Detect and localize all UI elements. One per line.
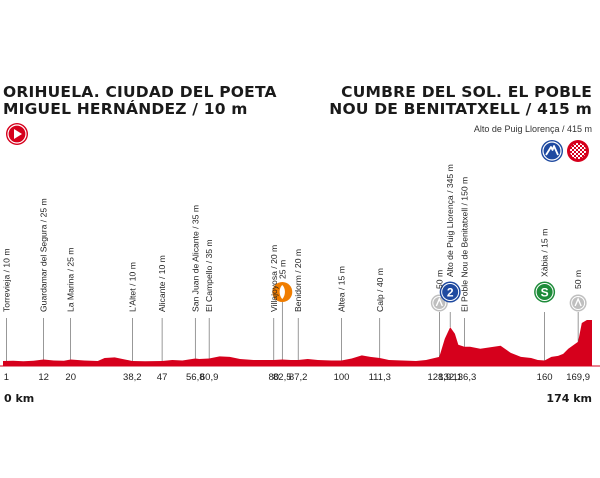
km-label: 1	[4, 372, 9, 383]
km-label: 87,2	[289, 372, 308, 383]
km-label: 60,9	[200, 372, 219, 383]
summit-finish-icon	[540, 139, 564, 168]
location-label: La Marina / 25 m	[66, 248, 76, 312]
location-label: Alto de Puig Llorença / 345 m	[445, 164, 455, 277]
start-flag-icon	[5, 122, 29, 151]
start-line-2: MIGUEL HERNÁNDEZ / 10 m	[3, 100, 248, 118]
marker-altitude-label: 50 m	[573, 270, 583, 289]
km-label: 82,5	[273, 372, 292, 383]
location-label: Torrevieja / 10 m	[1, 248, 11, 312]
location-label: Guardamar del Segura / 25 m	[39, 198, 49, 312]
km-label: 12	[38, 372, 49, 383]
time-bonus-icon	[569, 294, 587, 312]
km-label: 20	[65, 372, 76, 383]
location-label: Altea / 15 m	[337, 266, 347, 312]
start-location: ORIHUELA. CIUDAD DEL POETA MIGUEL HERNÁN…	[3, 84, 277, 118]
km-label: 100	[334, 372, 350, 383]
marker-altitude-label: 50 m	[434, 270, 444, 289]
km-label: 169,9	[566, 372, 590, 383]
finish-summit: Alto de Puig Llorença / 415 m	[473, 124, 592, 134]
sprint-icon: S	[534, 281, 556, 303]
km-end-label: 174 km	[546, 392, 592, 405]
location-label: Benidorm / 20 m	[293, 249, 303, 312]
finish-line-1: CUMBRE DEL SOL. EL POBLE	[341, 83, 592, 101]
finish-location: CUMBRE DEL SOL. EL POBLE NOU DE BENITATX…	[329, 84, 592, 118]
location-label: Calp / 40 m	[375, 268, 385, 312]
feed-zone-icon	[272, 282, 293, 302]
location-label: L'Altet / 10 m	[127, 262, 137, 312]
start-line-1: ORIHUELA. CIUDAD DEL POETA	[3, 83, 277, 101]
elevation-profile	[3, 320, 592, 366]
sprint-label: S	[541, 286, 549, 300]
location-label: Alicante / 10 m	[157, 255, 167, 312]
location-label: San Juan de Alicante / 35 m	[190, 205, 200, 312]
km-label: 128,9	[427, 372, 451, 383]
km-label: 80	[269, 372, 280, 383]
km-label: 56,8	[186, 372, 205, 383]
climb-category-icon: 2	[439, 281, 461, 303]
finish-line-2: NOU DE BENITATXELL / 415 m	[329, 100, 592, 118]
km-label: 136,3	[452, 372, 476, 383]
location-label: Xàbia / 15 m	[540, 229, 550, 277]
location-label: El Poble Nou de Benitatxell / 150 m	[459, 177, 469, 312]
finish-line-icon	[566, 139, 590, 168]
km-label: 111,3	[369, 372, 391, 383]
km-label: 160	[537, 372, 553, 383]
marker-altitude-label: 25 m	[277, 260, 287, 279]
km-start-label: 0 km	[4, 392, 35, 405]
km-label: 38,2	[123, 372, 142, 383]
location-label: Villajoyosa / 20 m	[269, 245, 279, 312]
km-label: 47	[157, 372, 168, 383]
location-label: El Campello / 35 m	[204, 239, 214, 312]
climb-category-label: 2	[447, 286, 454, 300]
km-label: 132,1	[438, 372, 462, 383]
